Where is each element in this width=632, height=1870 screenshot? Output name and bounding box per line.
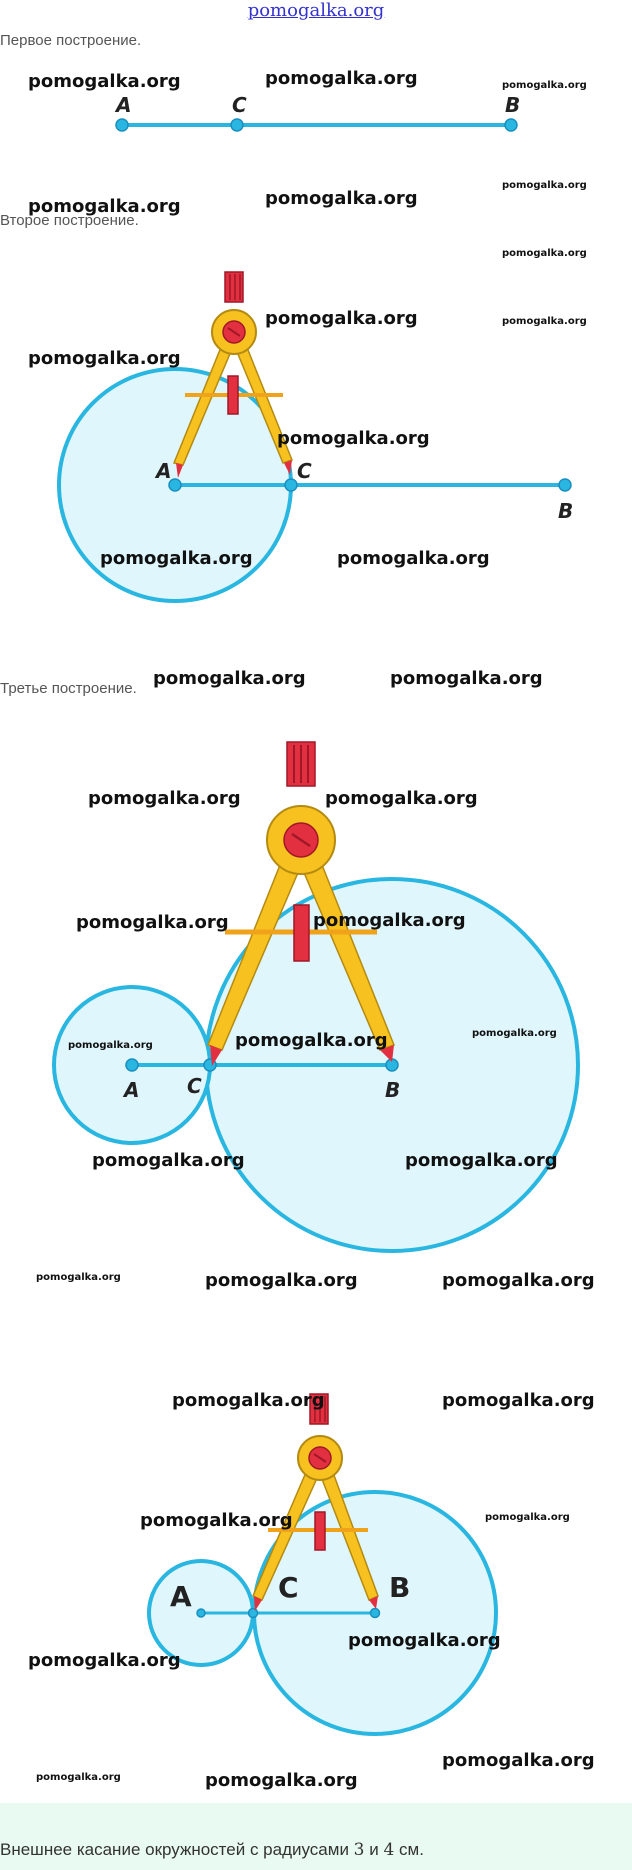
watermark: pomogalka.org <box>172 1390 325 1411</box>
compass-icon <box>252 1393 379 1611</box>
watermark: pomogalka.org <box>28 71 181 92</box>
point-a <box>168 478 182 492</box>
watermark: pomogalka.org <box>76 912 229 933</box>
figure-third: A C B <box>52 741 580 1253</box>
label-b: B <box>389 1571 410 1604</box>
watermark: pomogalka.org <box>235 1030 388 1051</box>
watermark: pomogalka.org <box>502 80 587 91</box>
watermark: pomogalka.org <box>28 348 181 369</box>
watermark: pomogalka.org <box>28 196 181 217</box>
watermark: pomogalka.org <box>265 188 418 209</box>
point-b <box>504 118 518 132</box>
label-a: A <box>170 1580 192 1613</box>
watermark: pomogalka.org <box>36 1772 121 1783</box>
footer-radius-1: 3 <box>353 1840 365 1860</box>
caption-second: Второе построение. <box>0 212 139 229</box>
label-a: A <box>154 459 171 483</box>
point-c <box>247 1607 259 1619</box>
watermark: pomogalka.org <box>140 1510 293 1531</box>
point-a <box>196 1608 206 1618</box>
watermark: pomogalka.org <box>485 1512 570 1523</box>
watermark: pomogalka.org <box>502 316 587 327</box>
watermark: pomogalka.org <box>100 548 253 569</box>
label-c: C <box>278 1571 299 1604</box>
site-title[interactable]: pomogalka.org <box>247 0 385 21</box>
footer-text-before: Внешнее касание окружностей с радиусами <box>0 1840 354 1859</box>
watermark: pomogalka.org <box>205 1770 358 1791</box>
watermark: pomogalka.org <box>265 68 418 89</box>
point-c <box>284 478 298 492</box>
watermark: pomogalka.org <box>88 788 241 809</box>
figure-second: A C B <box>57 271 573 603</box>
watermark: pomogalka.org <box>277 428 430 449</box>
label-b: B <box>385 1078 400 1102</box>
watermark: pomogalka.org <box>502 180 587 191</box>
watermark: pomogalka.org <box>313 910 466 931</box>
label-b: B <box>505 93 520 117</box>
watermark: pomogalka.org <box>442 1270 595 1291</box>
footer-panel <box>0 1803 632 1870</box>
watermark: pomogalka.org <box>502 248 587 259</box>
watermark: pomogalka.org <box>442 1390 595 1411</box>
watermark: pomogalka.org <box>92 1150 245 1171</box>
watermark: pomogalka.org <box>205 1270 358 1291</box>
watermark: pomogalka.org <box>390 668 543 689</box>
footer-unit: см. <box>394 1840 424 1859</box>
watermark: pomogalka.org <box>28 1650 181 1671</box>
watermark: pomogalka.org <box>325 788 478 809</box>
label-b: B <box>558 499 573 523</box>
footer-radius-2: 4 <box>383 1840 395 1860</box>
label-c: C <box>232 93 247 117</box>
watermark: pomogalka.org <box>337 548 490 569</box>
compass-icon <box>207 741 395 1066</box>
footer-caption: Внешнее касание окружностей с радиусами … <box>0 1840 424 1860</box>
point-a <box>125 1058 139 1072</box>
watermark: pomogalka.org <box>405 1150 558 1171</box>
label-a: A <box>114 93 131 117</box>
watermark: pomogalka.org <box>442 1750 595 1771</box>
point-c <box>230 118 244 132</box>
point-b <box>558 478 572 492</box>
footer-text-mid: и <box>364 1840 384 1859</box>
point-a <box>115 118 129 132</box>
watermark: pomogalka.org <box>348 1630 501 1651</box>
watermark: pomogalka.org <box>36 1272 121 1283</box>
label-c: C <box>297 459 312 483</box>
caption-first: Первое построение. <box>0 32 142 49</box>
figure-first: A C B <box>114 93 520 132</box>
figure-fourth: A C B <box>147 1393 498 1736</box>
caption-third: Третье построение. <box>0 680 137 697</box>
watermark: pomogalka.org <box>68 1040 153 1051</box>
compass-icon <box>172 271 293 478</box>
point-b <box>369 1607 381 1619</box>
watermark: pomogalka.org <box>472 1028 557 1039</box>
watermark: pomogalka.org <box>265 308 418 329</box>
watermark: pomogalka.org <box>153 668 306 689</box>
label-c: C <box>187 1074 202 1098</box>
label-a: A <box>122 1078 139 1102</box>
